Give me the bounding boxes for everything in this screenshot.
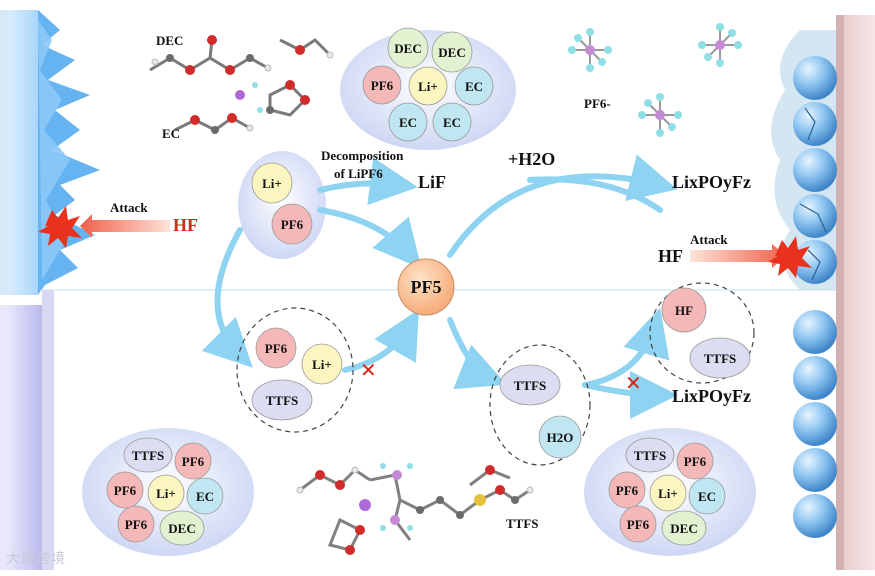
hf-right-label: HF (658, 246, 683, 266)
hf-label: HF (675, 303, 693, 318)
lixpoyfz-label-2: LixPOyFz (672, 386, 751, 406)
lixpoyfz-label: LixPOyFz (672, 172, 751, 192)
h2o-label: H2O (547, 430, 574, 445)
solvation-sheath-bottom-left: TTFS PF6 PF6 Li+ EC PF6 DEC (82, 428, 254, 556)
watermark: 大数跨境 (6, 548, 66, 568)
attack-label-left: Attack (110, 200, 148, 215)
dec-label: DEC (670, 521, 697, 536)
pf6-label: PF6 (114, 483, 137, 498)
ttfs-label: TTFS (634, 448, 667, 463)
pf6-molecules (568, 23, 742, 137)
ec-label: EC (196, 489, 214, 504)
dec-label: DEC (394, 41, 421, 56)
li-label: Li+ (312, 357, 332, 372)
li-pf6-pair: Li+ PF6 (238, 151, 326, 259)
decomposition-label-2: of LiPF6 (334, 166, 383, 181)
ec-label: EC (162, 126, 180, 141)
ttfs-molecule-model (297, 463, 533, 555)
pf5-label: PF5 (411, 277, 442, 297)
hf-label-left: HF (173, 215, 198, 235)
pf6-label: PF6 (125, 517, 148, 532)
dec-label: DEC (438, 45, 465, 60)
ttfs-label: TTFS (704, 351, 737, 366)
intact-particles (793, 310, 837, 538)
decomposition-label: Decomposition (321, 148, 404, 163)
li-label: Li+ (262, 176, 282, 191)
pf6-label: PF6 (371, 78, 394, 93)
pf6-label: PF6 (616, 483, 639, 498)
pf6-label: PF6 (281, 217, 304, 232)
ec-label: EC (399, 115, 417, 130)
h2o-label: +H2O (508, 149, 555, 169)
solvation-sheath-top: DEC DEC PF6 Li+ EC EC EC (340, 28, 516, 150)
ttfs-h2o-cluster: TTFS H2O (490, 345, 590, 465)
ttfs-cluster: PF6 Li+ TTFS (237, 308, 353, 432)
pf6-label: PF6 (627, 517, 650, 532)
ttfs-molecule-label: TTFS (506, 516, 539, 531)
pf6-label: PF6 (684, 454, 707, 469)
dec-label: DEC (156, 33, 183, 48)
molecule-cluster-top-left: DEC EC (150, 33, 333, 141)
pf6-label: PF6 (265, 341, 288, 356)
li-label: Li+ (658, 486, 678, 501)
ttfs-label: TTFS (266, 393, 299, 408)
solvation-sheath-bottom-right: TTFS PF6 PF6 Li+ EC PF6 DEC (584, 428, 756, 556)
ttfs-label: TTFS (132, 448, 165, 463)
attack-label-right: Attack (690, 232, 728, 247)
li-label: Li+ (156, 486, 176, 501)
blocked-cross-icon: ✕ (360, 358, 377, 382)
ec-label: EC (698, 489, 716, 504)
lif-label: LiF (418, 172, 446, 192)
blocked-cross-icon-2: ✕ (625, 371, 642, 395)
ec-label: EC (443, 115, 461, 130)
pf6-label: PF6 (182, 454, 205, 469)
hf-ttfs-cluster: HF TTFS (650, 283, 754, 383)
ec-label: EC (465, 79, 483, 94)
pf6-legend-label: PF6- (584, 96, 611, 111)
right-electrode (771, 15, 875, 570)
li-label: Li+ (418, 79, 438, 94)
pf5-node: PF5 (398, 259, 454, 315)
ttfs-label: TTFS (514, 378, 547, 393)
dec-label: DEC (168, 521, 195, 536)
